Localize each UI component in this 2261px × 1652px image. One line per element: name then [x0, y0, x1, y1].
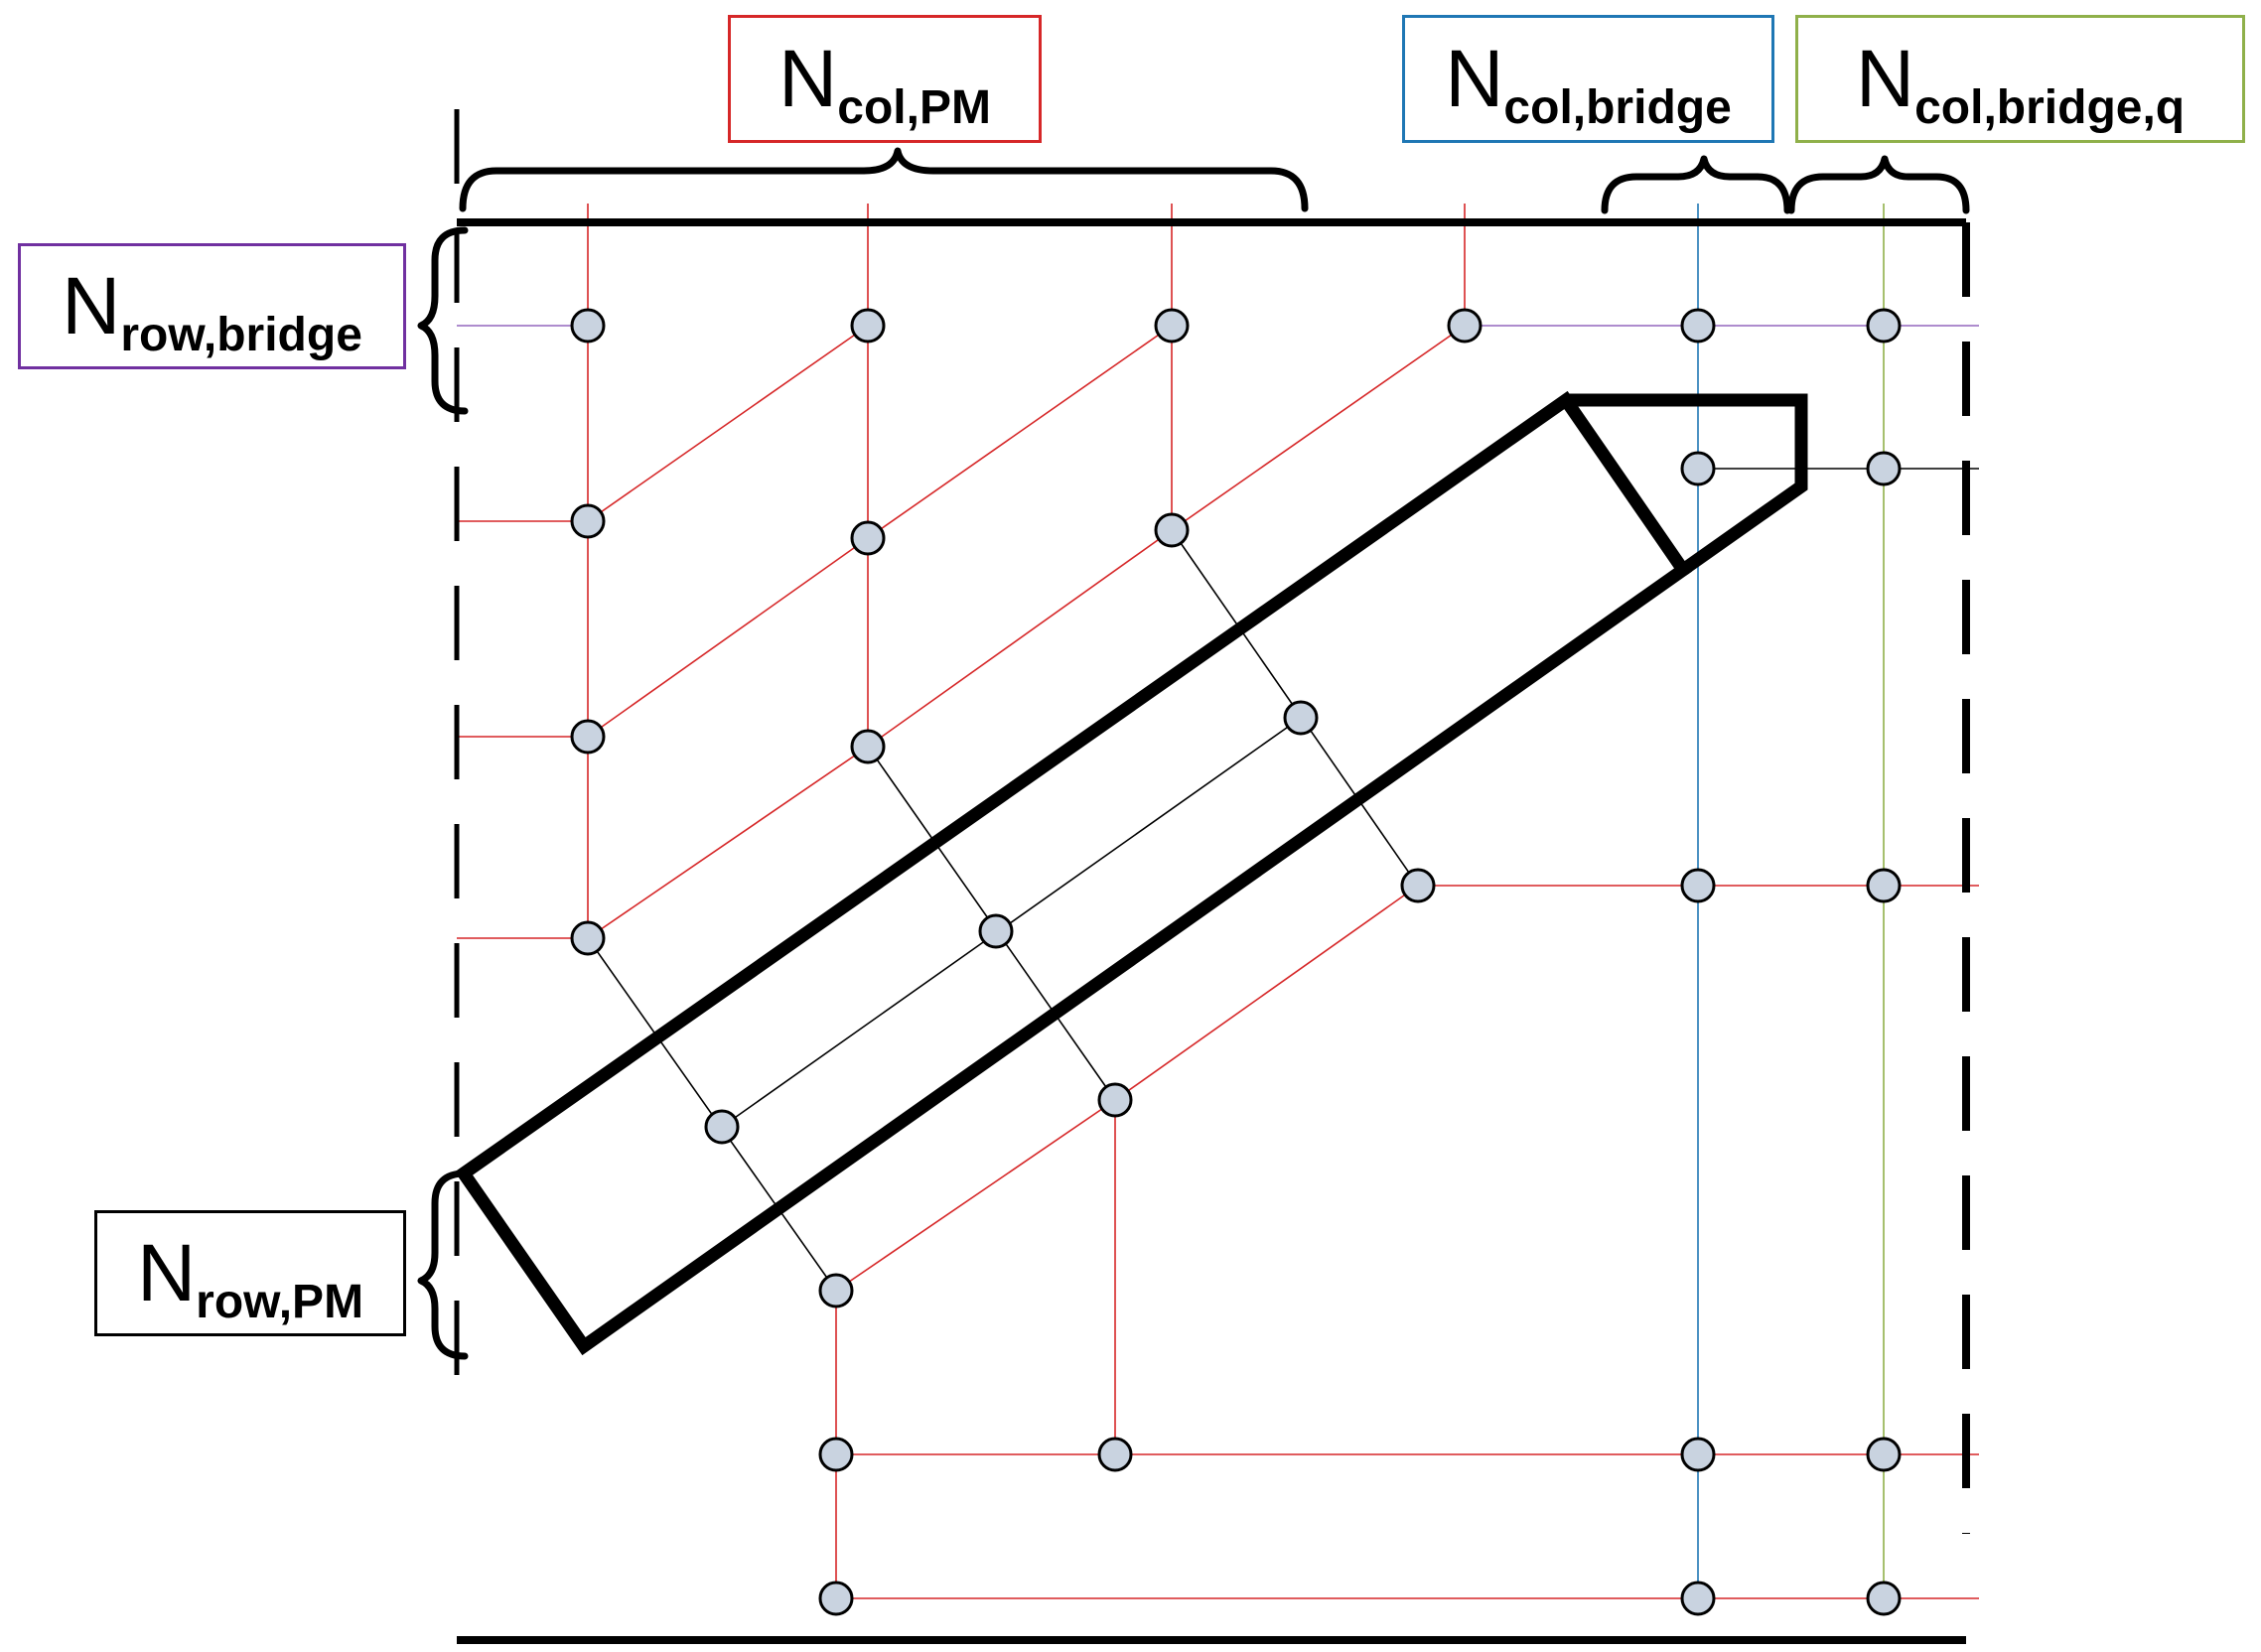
qubit-node [1400, 868, 1436, 903]
label-n-col-bridge-subscript: col,bridge [1503, 80, 1732, 134]
brace-col-bridge [1601, 155, 1791, 214]
label-n-col-bridge-q-base: N [1855, 34, 1915, 124]
qubit-node [850, 308, 886, 344]
qubit-node [1680, 1581, 1716, 1616]
matrix-frame [454, 109, 1970, 1644]
qubit-node [1154, 512, 1190, 548]
label-n-row-pm-subscript: row,PM [196, 1275, 364, 1328]
label-n-row-bridge-subscript: row,bridge [120, 308, 362, 361]
brace-group [417, 147, 1970, 1360]
qubit-node [1866, 451, 1902, 486]
qubit-node [818, 1581, 854, 1616]
qubit-node [850, 520, 886, 556]
pm-diagonal-line [587, 537, 869, 738]
brace-col-pm [459, 147, 1309, 212]
label-n-col-bridge: Ncol,bridge [1402, 15, 1774, 143]
label-n-col-bridge-q: Ncol,bridge,q [1795, 15, 2245, 143]
brace-col-bridge-q [1787, 155, 1970, 214]
qubit-node [1097, 1437, 1133, 1472]
qubit-node [1866, 1437, 1902, 1472]
label-n-col-pm: Ncol,PM [728, 15, 1042, 143]
diagonal-block-outline [454, 390, 1693, 1356]
qubit-node [1866, 868, 1902, 903]
qubit-node [1283, 700, 1319, 736]
qubit-node [1154, 308, 1190, 344]
internal-diagonal-line [721, 717, 1302, 1128]
qubit-node [1866, 1581, 1902, 1616]
pm-diagonal-line [587, 325, 869, 522]
label-n-row-pm: Nrow,PM [94, 1210, 406, 1336]
qubit-node [1447, 308, 1483, 344]
qubit-node [818, 1437, 854, 1472]
qubit-node [1866, 308, 1902, 344]
label-n-row-bridge: Nrow,bridge [18, 243, 406, 369]
brace-row-bridge [417, 226, 469, 415]
label-n-row-pm-base: N [136, 1228, 197, 1318]
qubit-node [850, 729, 886, 764]
qubit-node [1680, 451, 1716, 486]
label-n-col-bridge-q-subscript: col,bridge,q [1914, 80, 2186, 134]
qubit-node [570, 308, 606, 344]
qubit-node [570, 503, 606, 539]
qubit-node [1680, 308, 1716, 344]
pm-diagonal-line [835, 1099, 1116, 1292]
pm-diagonal-line [1114, 885, 1419, 1101]
label-n-row-bridge-base: N [62, 261, 121, 351]
diagonal-block-cap [1566, 393, 1808, 576]
qubit-node [704, 1109, 740, 1145]
qubit-node [818, 1273, 854, 1308]
qubit-nodes [570, 308, 1902, 1616]
qubit-node [570, 920, 606, 956]
label-n-col-pm-base: N [778, 34, 838, 124]
diagonal-block-outline [454, 390, 1808, 1356]
brace-row-pm [417, 1170, 469, 1360]
label-n-col-pm-subscript: col,PM [837, 80, 991, 134]
qubit-node [1097, 1082, 1133, 1118]
qubit-node [1680, 1437, 1716, 1472]
label-n-col-bridge-base: N [1445, 34, 1504, 124]
qubit-node [570, 719, 606, 755]
pm-diagonal-line [1171, 325, 1466, 531]
pm-diagonal-line [867, 325, 1173, 539]
qubit-node [978, 913, 1014, 949]
pm-diagonal-line [587, 746, 869, 939]
pm-diagonal-line [867, 529, 1173, 748]
qubit-node [1680, 868, 1716, 903]
